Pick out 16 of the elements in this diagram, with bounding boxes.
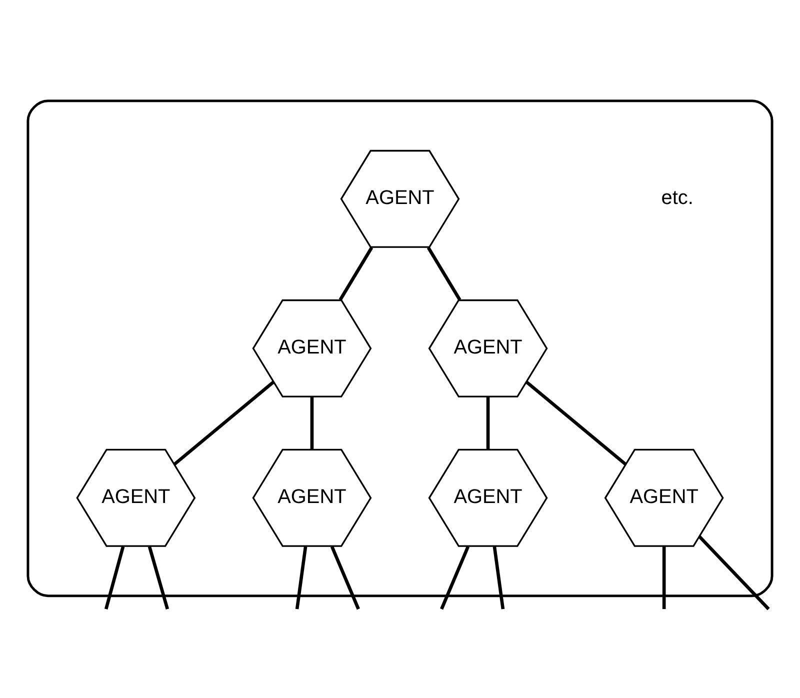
connector (148, 546, 170, 610)
connector (104, 546, 125, 610)
connector (310, 397, 314, 450)
connector (295, 546, 308, 610)
connector (426, 246, 462, 301)
connector (662, 546, 666, 610)
connector (486, 397, 490, 450)
label: etc. (661, 187, 694, 210)
connector (492, 546, 505, 610)
connector (440, 546, 470, 610)
connector (330, 546, 360, 610)
cluster (26, 100, 774, 598)
connector (173, 380, 274, 466)
connector (526, 380, 627, 466)
connector (698, 536, 770, 610)
connector (338, 246, 374, 301)
